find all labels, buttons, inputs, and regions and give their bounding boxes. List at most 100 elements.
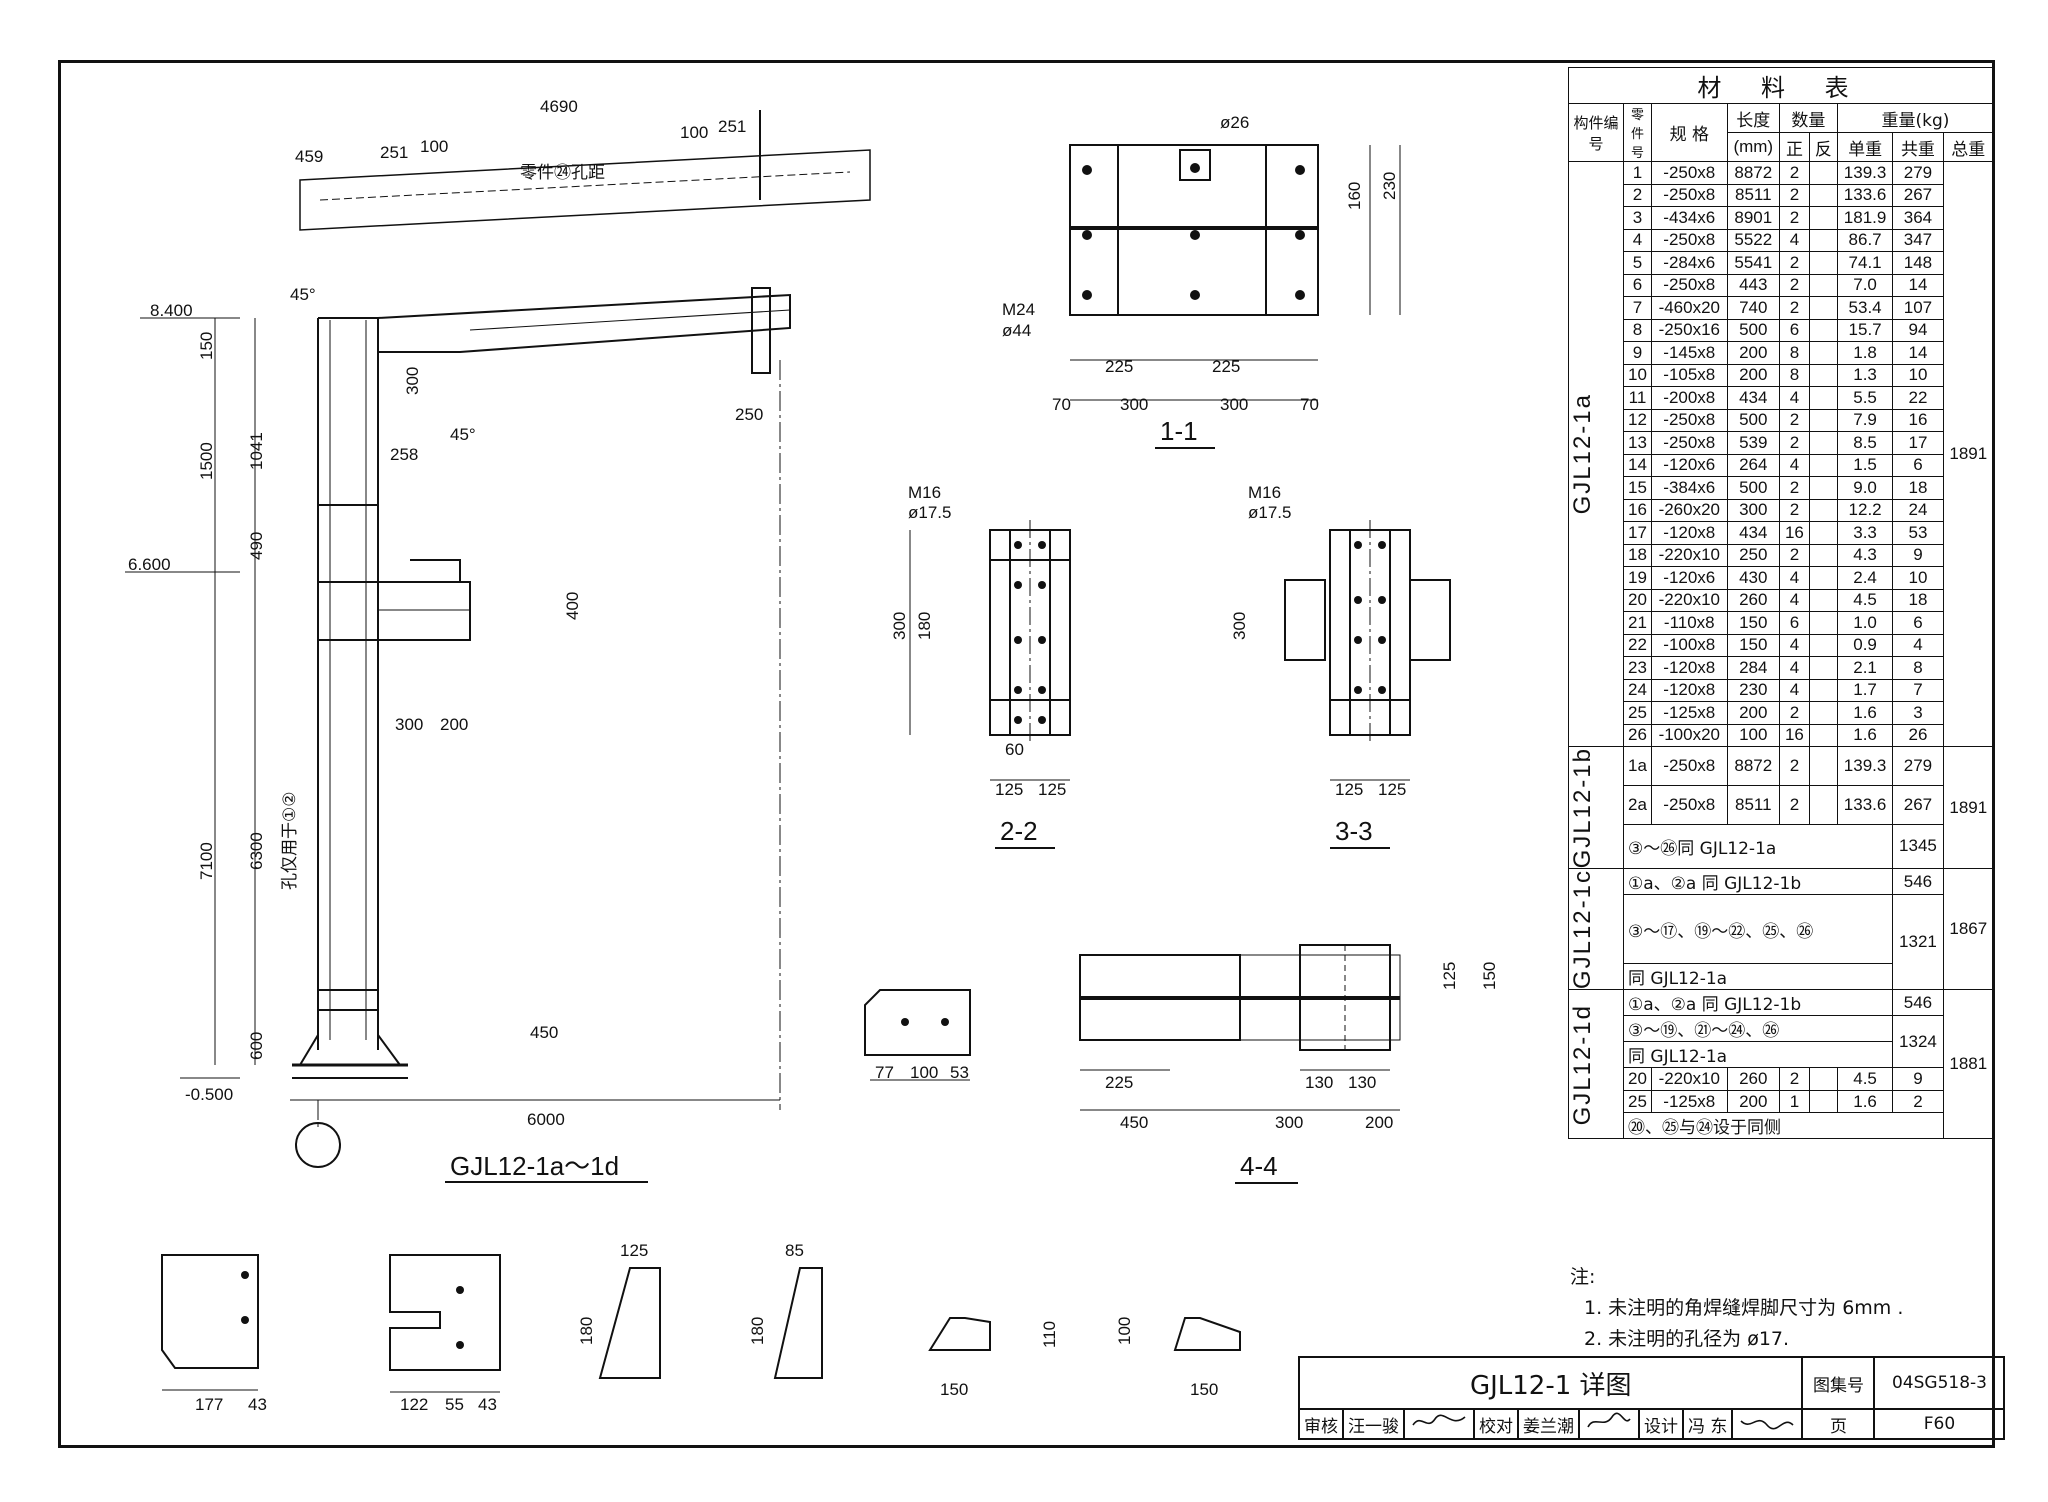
section-3-3-title: 3-3 xyxy=(1335,816,1373,846)
group-c-line2-weight: 1321 xyxy=(1892,894,1944,991)
table-row: ⑳、㉕与㉔设于同侧 xyxy=(1569,1112,1994,1140)
reviewer-signature xyxy=(1403,1408,1475,1440)
table-cell: 15.7 xyxy=(1836,318,1894,342)
table-cell: -250x8 xyxy=(1650,784,1728,825)
table-cell: 133.6 xyxy=(1836,784,1894,825)
s33-w125b: 125 xyxy=(1378,780,1406,799)
part-24-drawing xyxy=(864,989,971,1081)
table-cell: 4 xyxy=(1778,566,1810,590)
table-cell: 300 xyxy=(1726,498,1780,522)
table-cell: 2 xyxy=(1778,206,1810,230)
table-cell: 1.0 xyxy=(1836,611,1894,635)
table-cell: 24 xyxy=(1623,678,1652,702)
table-cell: 364 xyxy=(1892,206,1944,230)
s33-bolt: M16 xyxy=(1248,483,1281,502)
table-cell: -220x10 xyxy=(1650,543,1728,567)
section-3-3-bolts xyxy=(1354,541,1386,694)
table-cell: 16 xyxy=(1778,521,1810,545)
dim-251-left: 251 xyxy=(380,143,408,162)
dim-200: 200 xyxy=(440,715,468,734)
dim-490: 490 xyxy=(247,532,266,560)
table-cell xyxy=(1808,453,1838,477)
group-b-note: ③～㉖同 GJL12-1a xyxy=(1622,823,1894,870)
table-cell: 74.1 xyxy=(1836,251,1894,275)
table-cell: 53 xyxy=(1892,521,1944,545)
dim-100-left: 100 xyxy=(420,137,448,156)
s22-w60: 60 xyxy=(1005,740,1024,759)
dim-6300: 6300 xyxy=(247,832,266,870)
table-cell: 17 xyxy=(1892,431,1944,455)
table-cell: 148 xyxy=(1892,251,1944,275)
s22-h300: 300 xyxy=(890,612,909,640)
table-cell xyxy=(1808,363,1838,387)
group-d-member-cell: GJL12-1d xyxy=(1568,989,1624,1140)
table-cell: 5 xyxy=(1623,251,1652,275)
table-cell: 4 xyxy=(1778,633,1810,657)
table-cell: 7 xyxy=(1892,678,1944,702)
table-cell xyxy=(1808,318,1838,342)
table-cell: 1.6 xyxy=(1836,1089,1894,1114)
group-c-line2: ③～⑰、⑲～㉒、㉕、㉖ xyxy=(1622,894,1894,965)
table-cell: 17 xyxy=(1623,521,1652,545)
dim-100-right: 100 xyxy=(680,123,708,142)
table-cell: 3 xyxy=(1623,206,1652,230)
notes-heading: 注: xyxy=(1570,1266,1596,1288)
table-cell: 6 xyxy=(1778,611,1810,635)
section-4-4-title: 4-4 xyxy=(1240,1151,1278,1181)
table-cell: 1.6 xyxy=(1836,723,1894,747)
hdr-member-no: 构件编号 xyxy=(1568,103,1624,162)
check-label: 校对 xyxy=(1473,1408,1519,1440)
s33-w125a: 125 xyxy=(1335,780,1363,799)
table-cell xyxy=(1808,701,1838,725)
group-a-member: GJL12-1a xyxy=(1569,393,1596,515)
p24-77: 77 xyxy=(875,1063,894,1082)
table-cell: -250x16 xyxy=(1650,318,1728,342)
table-cell: 539 xyxy=(1726,431,1780,455)
table-cell: 4 xyxy=(1778,588,1810,612)
table-cell xyxy=(1808,784,1838,825)
table-cell: 150 xyxy=(1726,633,1780,657)
s44-200: 200 xyxy=(1365,1113,1393,1132)
s33-hole: ø17.5 xyxy=(1248,503,1291,522)
hdr-unit-weight: 单重 xyxy=(1836,132,1894,162)
table-cell: 22 xyxy=(1892,386,1944,410)
table-cell: 230 xyxy=(1726,678,1780,702)
table-cell xyxy=(1808,341,1838,365)
table-cell: 20 xyxy=(1623,588,1652,612)
table-cell: 2 xyxy=(1778,476,1810,500)
table-cell: 4 xyxy=(1778,228,1810,252)
table-cell: 100 xyxy=(1726,723,1780,747)
small-parts xyxy=(161,1254,1241,1393)
table-cell: -105x8 xyxy=(1650,363,1728,387)
table-cell: 94 xyxy=(1892,318,1944,342)
table-cell xyxy=(1808,273,1838,297)
table-cell: 9.0 xyxy=(1836,476,1894,500)
group-b-total: 1891 xyxy=(1942,745,1995,870)
design-label: 设计 xyxy=(1638,1408,1684,1440)
hdr-qty-neg: 反 xyxy=(1808,132,1838,162)
table-cell: 26 xyxy=(1892,723,1944,747)
dim-258: 258 xyxy=(390,445,418,464)
column-width-dim: 450 xyxy=(530,1023,558,1042)
table-cell: 267 xyxy=(1892,784,1944,825)
table-cell xyxy=(1808,386,1838,410)
table-cell xyxy=(1808,296,1838,320)
group-b-note-weight: 1345 xyxy=(1892,823,1944,870)
hdr-length: 长度 xyxy=(1726,103,1780,133)
table-cell: -120x6 xyxy=(1650,566,1728,590)
table-cell: 3 xyxy=(1892,701,1944,725)
table-cell: 260 xyxy=(1726,588,1780,612)
s44-150: 150 xyxy=(1480,962,1499,990)
section-2-2-title: 2-2 xyxy=(1000,816,1038,846)
table-cell: -250x8 xyxy=(1650,228,1728,252)
